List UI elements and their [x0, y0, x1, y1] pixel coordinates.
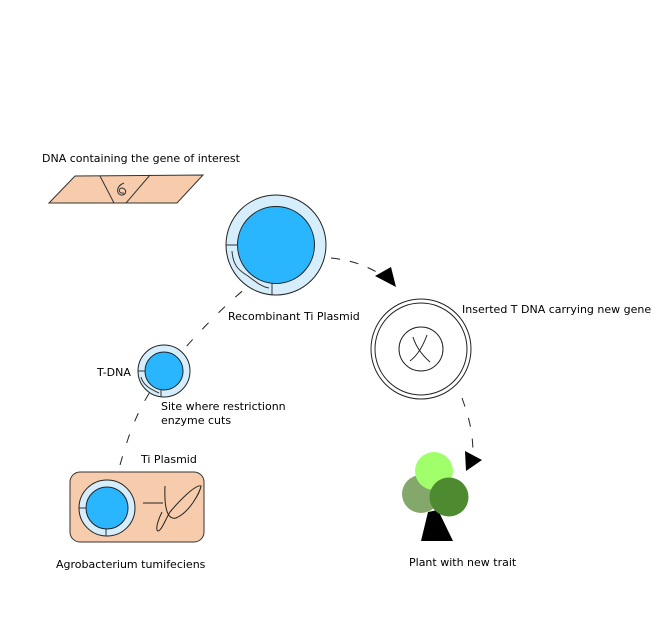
gene-squiggle — [117, 182, 127, 196]
label-site-line2: enzyme cuts — [161, 414, 231, 427]
plant-cell — [370, 298, 472, 400]
label-dna-gene: DNA containing the gene of interest — [42, 152, 241, 165]
label-inserted: Inserted T DNA carrying new gene — [462, 303, 651, 316]
dna-strip — [47, 174, 205, 204]
recombinant-plasmid — [225, 194, 327, 296]
label-recombinant: Recombinant Ti Plasmid — [228, 310, 360, 323]
label-tdna: T-DNA — [96, 366, 131, 379]
arrowhead-icon — [375, 267, 396, 287]
dashed-arrow-to-plant-cell — [330, 257, 381, 275]
dashed-arrow-to-plant — [461, 397, 474, 456]
agrobacterium-cell — [69, 471, 205, 543]
chromosome-squiggle — [143, 485, 202, 532]
label-ti-plasmid: Ti Plasmid — [140, 453, 197, 466]
label-plant: Plant with new trait — [409, 556, 517, 569]
label-agrobacterium: Agrobacterium tumifeciens — [56, 558, 206, 571]
arrowhead-icon — [465, 451, 482, 471]
label-site-line1: Site where restrictionn — [161, 400, 286, 413]
chromosome-x — [409, 334, 431, 363]
t-dna-plasmid — [137, 344, 191, 398]
plant-tree-icon — [402, 452, 469, 541]
